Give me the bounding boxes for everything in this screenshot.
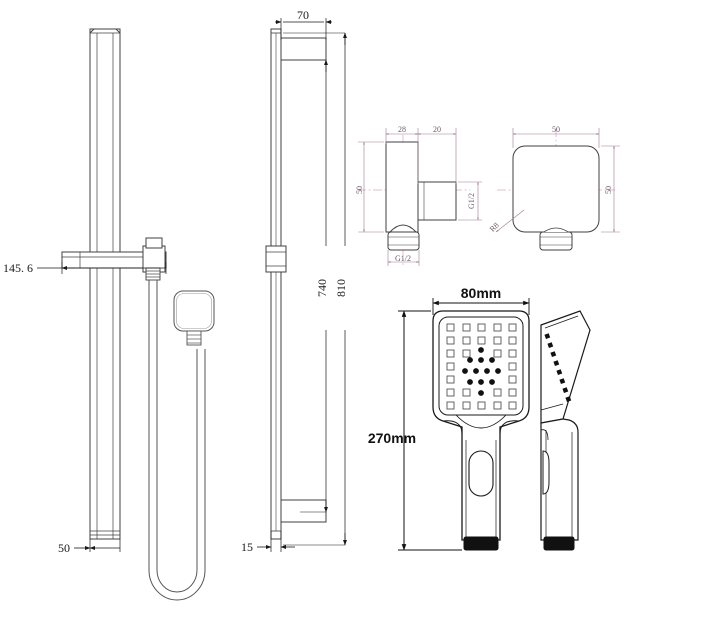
dim-plate-width: 50 bbox=[512, 125, 600, 148]
view-handshower-side bbox=[540, 310, 591, 551]
handshower-side-handle bbox=[540, 418, 579, 541]
dim-label-80mm: 80mm bbox=[461, 285, 501, 301]
handshower-connector bbox=[463, 536, 499, 551]
dim-label-50-rail: 50 bbox=[58, 541, 70, 555]
rail-bar-side bbox=[270, 28, 282, 540]
handshower-side-nozzle-edge bbox=[544, 333, 572, 403]
dim-label-740: 740 bbox=[315, 279, 329, 297]
dim-bracket-height: 145. 6 bbox=[3, 261, 167, 275]
elbow-nut bbox=[387, 231, 420, 251]
view-handshower-front: 80mm 270mm bbox=[368, 285, 530, 551]
spray-face-center-diamond bbox=[462, 347, 501, 396]
flexible-hose bbox=[148, 280, 206, 601]
rail-bar-front bbox=[89, 28, 121, 540]
dim-outlet-thread: G1/2 bbox=[458, 181, 482, 221]
dim-label-20: 20 bbox=[433, 125, 441, 134]
dim-label-elbow-50: 50 bbox=[355, 186, 364, 194]
dim-lower-height: 740 bbox=[300, 59, 329, 513]
dim-plate-height: 50 bbox=[601, 145, 620, 233]
view-wall-elbow-front: 50 50 R8 bbox=[488, 125, 620, 251]
dim-overall-length: 270mm bbox=[368, 310, 462, 551]
dim-label-g12-inlet: G1/2 bbox=[395, 254, 411, 263]
view-side-rail: 70 15 740 810 bbox=[241, 8, 348, 554]
slider-clamp-side bbox=[265, 245, 287, 273]
cover-plate-nut bbox=[539, 231, 573, 251]
top-wall-bracket-side bbox=[280, 37, 327, 61]
handshower-schematic-front bbox=[173, 290, 215, 346]
view-front-rail: 145. 6 50 bbox=[3, 28, 215, 601]
dim-inlet-thread: G1/2 bbox=[387, 250, 420, 266]
dim-top-offset: 70 bbox=[275, 8, 332, 40]
dim-elbow-widths: 28 20 bbox=[385, 125, 457, 184]
slider-bracket-front bbox=[61, 237, 167, 281]
cover-plate bbox=[512, 145, 600, 233]
dim-label-28: 28 bbox=[398, 125, 406, 134]
dim-label-15: 15 bbox=[241, 540, 253, 554]
mode-button bbox=[468, 450, 494, 497]
handshower-side-head bbox=[540, 310, 591, 424]
dim-label-r8: R8 bbox=[488, 221, 501, 234]
dim-label-145-6: 145. 6 bbox=[3, 261, 33, 275]
handshower-face-bezel bbox=[438, 316, 524, 416]
bottom-wall-bracket-side bbox=[280, 499, 327, 523]
mode-button-side bbox=[542, 450, 550, 495]
elbow-body bbox=[385, 141, 419, 233]
dim-label-270mm: 270mm bbox=[368, 430, 416, 446]
dim-label-plate-50-h: 50 bbox=[604, 186, 613, 194]
dim-head-width: 80mm bbox=[432, 285, 530, 315]
dim-label-plate-50-w: 50 bbox=[552, 125, 560, 134]
elbow-spigot bbox=[417, 181, 457, 221]
dim-corner-radius: R8 bbox=[488, 209, 525, 234]
dim-label-70: 70 bbox=[297, 8, 309, 22]
dim-rail-width: 50 bbox=[58, 539, 121, 555]
dim-rail-depth: 15 bbox=[241, 531, 295, 554]
dim-label-810: 810 bbox=[334, 279, 348, 297]
dim-overall-height: 810 bbox=[283, 32, 348, 546]
dim-elbow-body-height: 50 bbox=[355, 141, 384, 233]
view-wall-elbow-side: 28 20 50 G1/2 G1/2 bbox=[355, 125, 482, 266]
spray-face-nozzles bbox=[446, 323, 517, 410]
handshower-side-connector bbox=[543, 536, 575, 551]
dim-label-g12-outlet: G1/2 bbox=[467, 193, 476, 209]
